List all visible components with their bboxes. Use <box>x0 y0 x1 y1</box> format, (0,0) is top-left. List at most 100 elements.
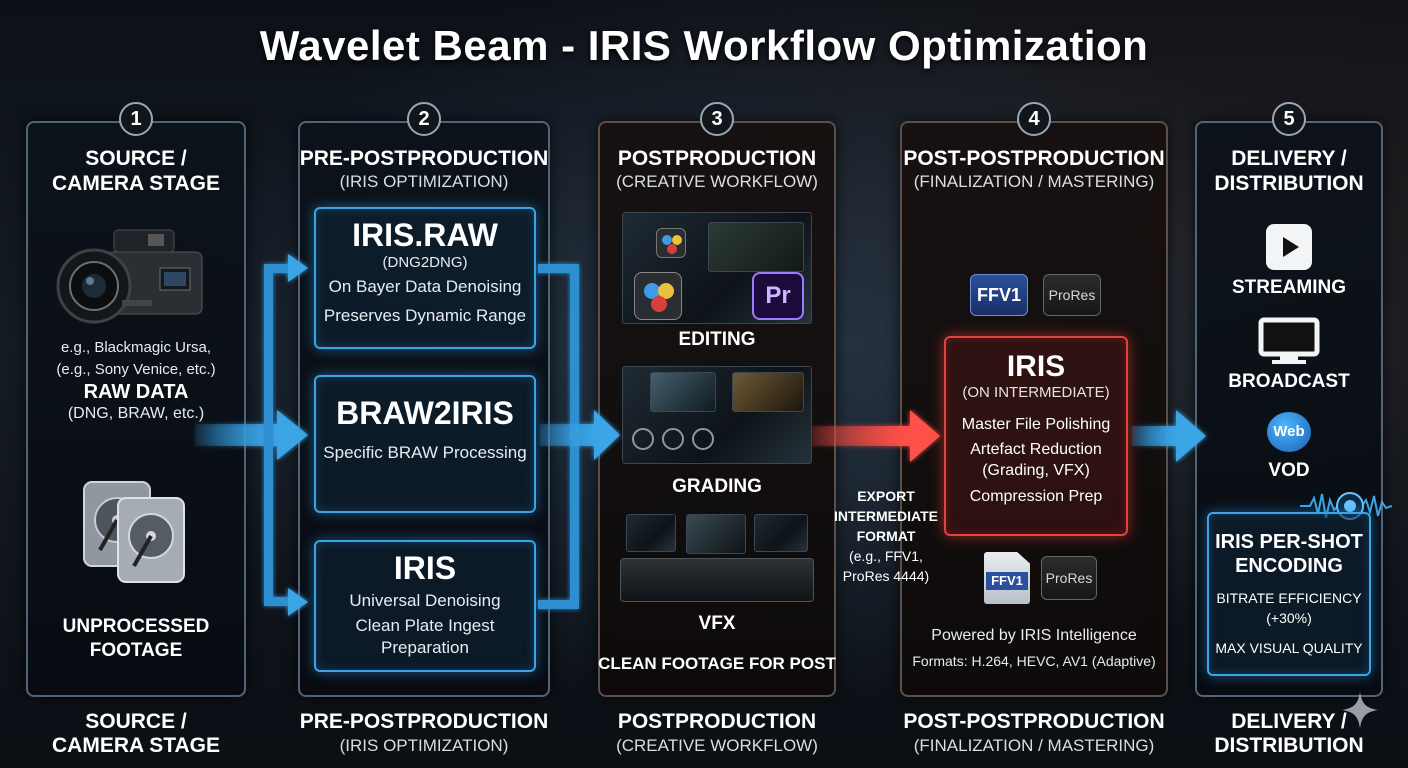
iris-intermediate-subtitle: (ON INTERMEDIATE) <box>962 384 1110 401</box>
vfx-monitor <box>626 514 676 552</box>
hard-drive-icon <box>83 481 185 583</box>
iris-universal-feature: Universal Denoising <box>349 591 501 610</box>
footer-line: PRE-POSTPRODUCTION <box>299 710 549 733</box>
color-wheel-icon <box>692 428 714 450</box>
camera-examples: e.g., Blackmagic Ursa, (e.g., Sony Venic… <box>26 337 246 381</box>
editing-viewer <box>708 222 804 272</box>
powered-by-note: Powered by IRIS Intelligence <box>931 627 1137 644</box>
vfx-desk <box>620 558 814 602</box>
unprocessed-footage-label: UNPROCESSED FOOTAGE <box>26 615 246 663</box>
per-shot-encoding-box: IRIS PER-SHOT ENCODING BITRATE EFFICIENC… <box>1207 512 1371 676</box>
splitter-pipe-left <box>264 254 308 616</box>
footer-line: SOURCE / <box>85 710 187 733</box>
footer-label-pre: PRE-POSTPRODUCTION (IRIS OPTIMIZATION) <box>298 710 550 758</box>
per-shot-title: IRIS PER-SHOT <box>1215 531 1363 553</box>
stage-heading-line: DELIVERY / <box>1231 147 1347 170</box>
export-note-line: INTERMEDIATE <box>834 508 938 524</box>
step-badge-1: 1 <box>119 102 153 136</box>
vfx-monitor <box>754 514 808 552</box>
stage-heading-post: POSTPRODUCTION (CREATIVE WORKFLOW) <box>598 146 836 193</box>
footer-line: (IRIS OPTIMIZATION) <box>339 736 509 755</box>
color-wheel-icon <box>662 428 684 450</box>
iris-universal-feature: Clean Plate Ingest <box>355 616 495 635</box>
editing-screen: Pr <box>622 212 812 324</box>
web-globe-icon: Web <box>1267 412 1311 452</box>
footer-label-delivery: DELIVERY / DISTRIBUTION <box>1195 710 1383 758</box>
footer-label-source: SOURCE / CAMERA STAGE <box>26 710 246 758</box>
unprocessed-line: UNPROCESSED <box>62 616 210 637</box>
ffv1-badge: FFV1 <box>970 274 1028 316</box>
iris-universal-title: IRIS <box>393 550 457 586</box>
streaming-label: STREAMING <box>1232 277 1346 298</box>
footer-line: CAMERA STAGE <box>52 734 220 757</box>
footer-line: DISTRIBUTION <box>1214 734 1364 757</box>
export-note-line: FORMAT <box>856 528 916 544</box>
footer-label-postpost: POST-POSTPRODUCTION (FINALIZATION / MAST… <box>900 710 1168 758</box>
iris-raw-box: IRIS.RAW (DNG2DNG) On Bayer Data Denoisi… <box>314 207 536 349</box>
grading-viewer <box>650 372 716 412</box>
premiere-pro-icon: Pr <box>752 272 804 320</box>
footer-line: POST-POSTPRODUCTION <box>903 710 1165 733</box>
iris-raw-feature: On Bayer Data Denoising <box>328 277 522 296</box>
export-note-line: EXPORT <box>857 488 915 504</box>
davinci-resolve-icon <box>656 228 686 258</box>
sparkle-icon <box>1342 692 1378 728</box>
prores-badge: ProRes <box>1043 274 1101 316</box>
stage-heading-line: DISTRIBUTION <box>1214 172 1364 195</box>
step-badge-5: 5 <box>1272 102 1306 136</box>
page-title: Wavelet Beam - IRIS Workflow Optimizatio… <box>259 22 1149 69</box>
vfx-monitor <box>686 514 746 554</box>
bitrate-gain: (+30%) <box>1266 610 1312 626</box>
raw-data-formats: (DNG, BRAW, etc.) <box>67 405 205 422</box>
braw2iris-title: BRAW2IRIS <box>336 395 514 431</box>
color-wheel-icon <box>632 428 654 450</box>
max-visual-quality: MAX VISUAL QUALITY <box>1215 640 1363 656</box>
iris-intermediate-title: IRIS <box>1006 350 1066 383</box>
bitrate-efficiency: BITRATE EFFICIENCY <box>1216 590 1362 606</box>
iris-raw-feature: Preserves Dynamic Range <box>323 306 527 325</box>
stage-heading-line: POST-POSTPRODUCTION <box>903 147 1165 170</box>
camera-example-line: e.g., Blackmagic Ursa, <box>60 339 212 356</box>
stage-heading-delivery: DELIVERY / DISTRIBUTION <box>1195 146 1383 196</box>
iris-intermediate-feature: Compression Prep <box>969 488 1103 505</box>
davinci-resolve-icon-large <box>634 272 682 320</box>
prores-badge-secondary: ProRes <box>1041 556 1097 600</box>
footer-line: (FINALIZATION / MASTERING) <box>913 736 1155 755</box>
export-note-line: (e.g., FFV1, <box>849 548 923 564</box>
stage-heading-pre: PRE-POSTPRODUCTION (IRIS OPTIMIZATION) <box>298 146 550 193</box>
iris-intermediate-feature: (Grading, VFX) <box>982 462 1090 479</box>
footer-label-post: POSTPRODUCTION (CREATIVE WORKFLOW) <box>598 710 836 758</box>
footer-line: DELIVERY / <box>1231 710 1347 733</box>
ffv1-file-icon: FFV1 <box>984 552 1030 604</box>
grading-screen <box>622 366 812 464</box>
arrow-mastering-to-delivery <box>1132 410 1206 462</box>
iris-intermediate-feature: Artefact Reduction <box>970 441 1102 458</box>
stage-panel-source <box>26 121 246 697</box>
stage-subheading: (FINALIZATION / MASTERING) <box>913 172 1155 191</box>
cinema-camera-icon <box>56 229 203 324</box>
stage-heading-source: SOURCE / CAMERA STAGE <box>26 146 246 196</box>
step-badge-2: 2 <box>407 102 441 136</box>
iris-raw-title: IRIS.RAW <box>352 217 498 253</box>
streaming-play-icon <box>1266 224 1312 270</box>
footer-line: (CREATIVE WORKFLOW) <box>616 736 818 755</box>
vfx-label: VFX <box>698 613 736 634</box>
stage-heading-line: CAMERA STAGE <box>52 172 220 195</box>
footer-line: POSTPRODUCTION <box>617 710 817 733</box>
stage-heading-line: SOURCE / <box>85 147 187 170</box>
step-badge-4: 4 <box>1017 102 1051 136</box>
iris-universal-feature: Preparation <box>381 638 469 657</box>
grading-viewer-2 <box>732 372 804 412</box>
braw2iris-feature: Specific BRAW Processing <box>323 443 527 462</box>
arrow-source-to-pre <box>195 410 308 460</box>
iris-intermediate-box: IRIS (ON INTERMEDIATE) Master File Polis… <box>944 336 1128 536</box>
raw-data-title: RAW DATA <box>83 381 189 403</box>
stage-heading-line: PRE-POSTPRODUCTION <box>299 147 549 170</box>
export-note-line: ProRes 4444) <box>842 568 930 584</box>
iris-intermediate-feature: Master File Polishing <box>961 416 1111 433</box>
delivery-formats: Formats: H.264, HEVC, AV1 (Adaptive) <box>912 653 1156 669</box>
stage-subheading: (CREATIVE WORKFLOW) <box>616 172 818 191</box>
editing-label: EDITING <box>678 329 756 350</box>
per-shot-title: ENCODING <box>1235 555 1343 577</box>
camera-example-line: (e.g., Sony Venice, etc.) <box>56 361 216 378</box>
